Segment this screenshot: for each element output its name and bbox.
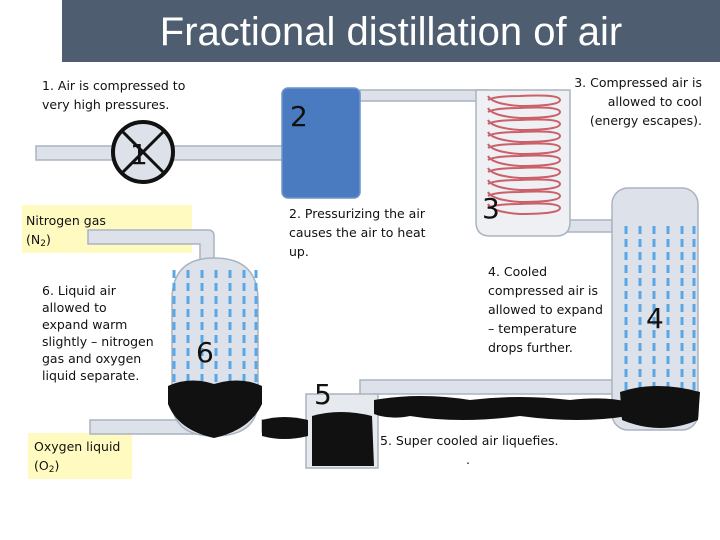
step-number-3: 3: [482, 192, 500, 225]
coil-loop: [487, 94, 562, 108]
step-5-text: 5. Super cooled air liquefies..: [380, 431, 580, 469]
oxygen-formula-post: ): [54, 458, 60, 473]
cooling-coil: [487, 94, 562, 216]
compressor: [111, 120, 175, 184]
coil-loop: [487, 130, 562, 144]
expansion-cold-lines: [624, 226, 696, 400]
nitrogen-name: Nitrogen gas: [26, 213, 106, 228]
liquid-air: [168, 380, 700, 466]
step-5-trailing: .: [466, 452, 470, 467]
nitrogen-formula-post: ): [45, 232, 51, 247]
coil-loop: [487, 190, 562, 204]
compressor-cross-b: [120, 129, 166, 175]
step-4-text: 4. Cooled compressed air is allowed to e…: [488, 264, 603, 355]
coil-loop: [487, 142, 562, 156]
nitrogen-formula-sub: 2: [40, 239, 46, 249]
step-5-label: 5. Super cooled air liquefies.: [380, 433, 559, 448]
column-liquid: [620, 386, 700, 428]
oxygen-formula-sub: 2: [48, 465, 55, 475]
step-number-1: 1: [130, 138, 148, 171]
step-1-text: 1. Air is compressed to very high pressu…: [42, 78, 186, 112]
coil-loop: [487, 154, 562, 168]
pipe-liquid: [262, 417, 308, 439]
page-title: Fractional distillation of air: [159, 10, 623, 54]
oxygen-formula-pre: (O: [34, 458, 49, 473]
oxygen-label: Oxygen liquid (O2): [34, 437, 134, 480]
return-liquid: [374, 396, 628, 420]
title-bar: [62, 0, 720, 62]
liquefier-liquid: [312, 412, 374, 466]
step-6-text: 6. Liquid air allowed to expand warm sli…: [42, 283, 154, 383]
coil-loop: [487, 166, 562, 180]
coil-loop: [487, 118, 562, 132]
step-number-5: 5: [314, 378, 332, 411]
coil-loop: [487, 202, 562, 216]
coil-loop: [487, 106, 562, 120]
nitrogen-formula-pre: (N: [26, 232, 41, 247]
coil-loop: [487, 178, 562, 192]
step-2-text: 2. Pressurizing the air causes the air t…: [289, 206, 426, 259]
step-number-4: 4: [646, 302, 664, 335]
oxygen-label-bg: [28, 433, 132, 479]
vessel-cold-lines: [172, 270, 258, 396]
nitrogen-label-bg: [22, 205, 192, 253]
nitrogen-label: Nitrogen gas (N2): [26, 211, 186, 254]
step-3-text: 3. Compressed air is allowed to cool (en…: [574, 75, 702, 128]
step-number-6: 6: [196, 336, 214, 369]
compressor-outlet-pipe: [359, 89, 489, 102]
vessel-liquid: [168, 380, 262, 438]
pressure-tank: [281, 87, 361, 199]
step-number-2: 2: [290, 100, 308, 133]
oxygen-name: Oxygen liquid: [34, 439, 121, 454]
